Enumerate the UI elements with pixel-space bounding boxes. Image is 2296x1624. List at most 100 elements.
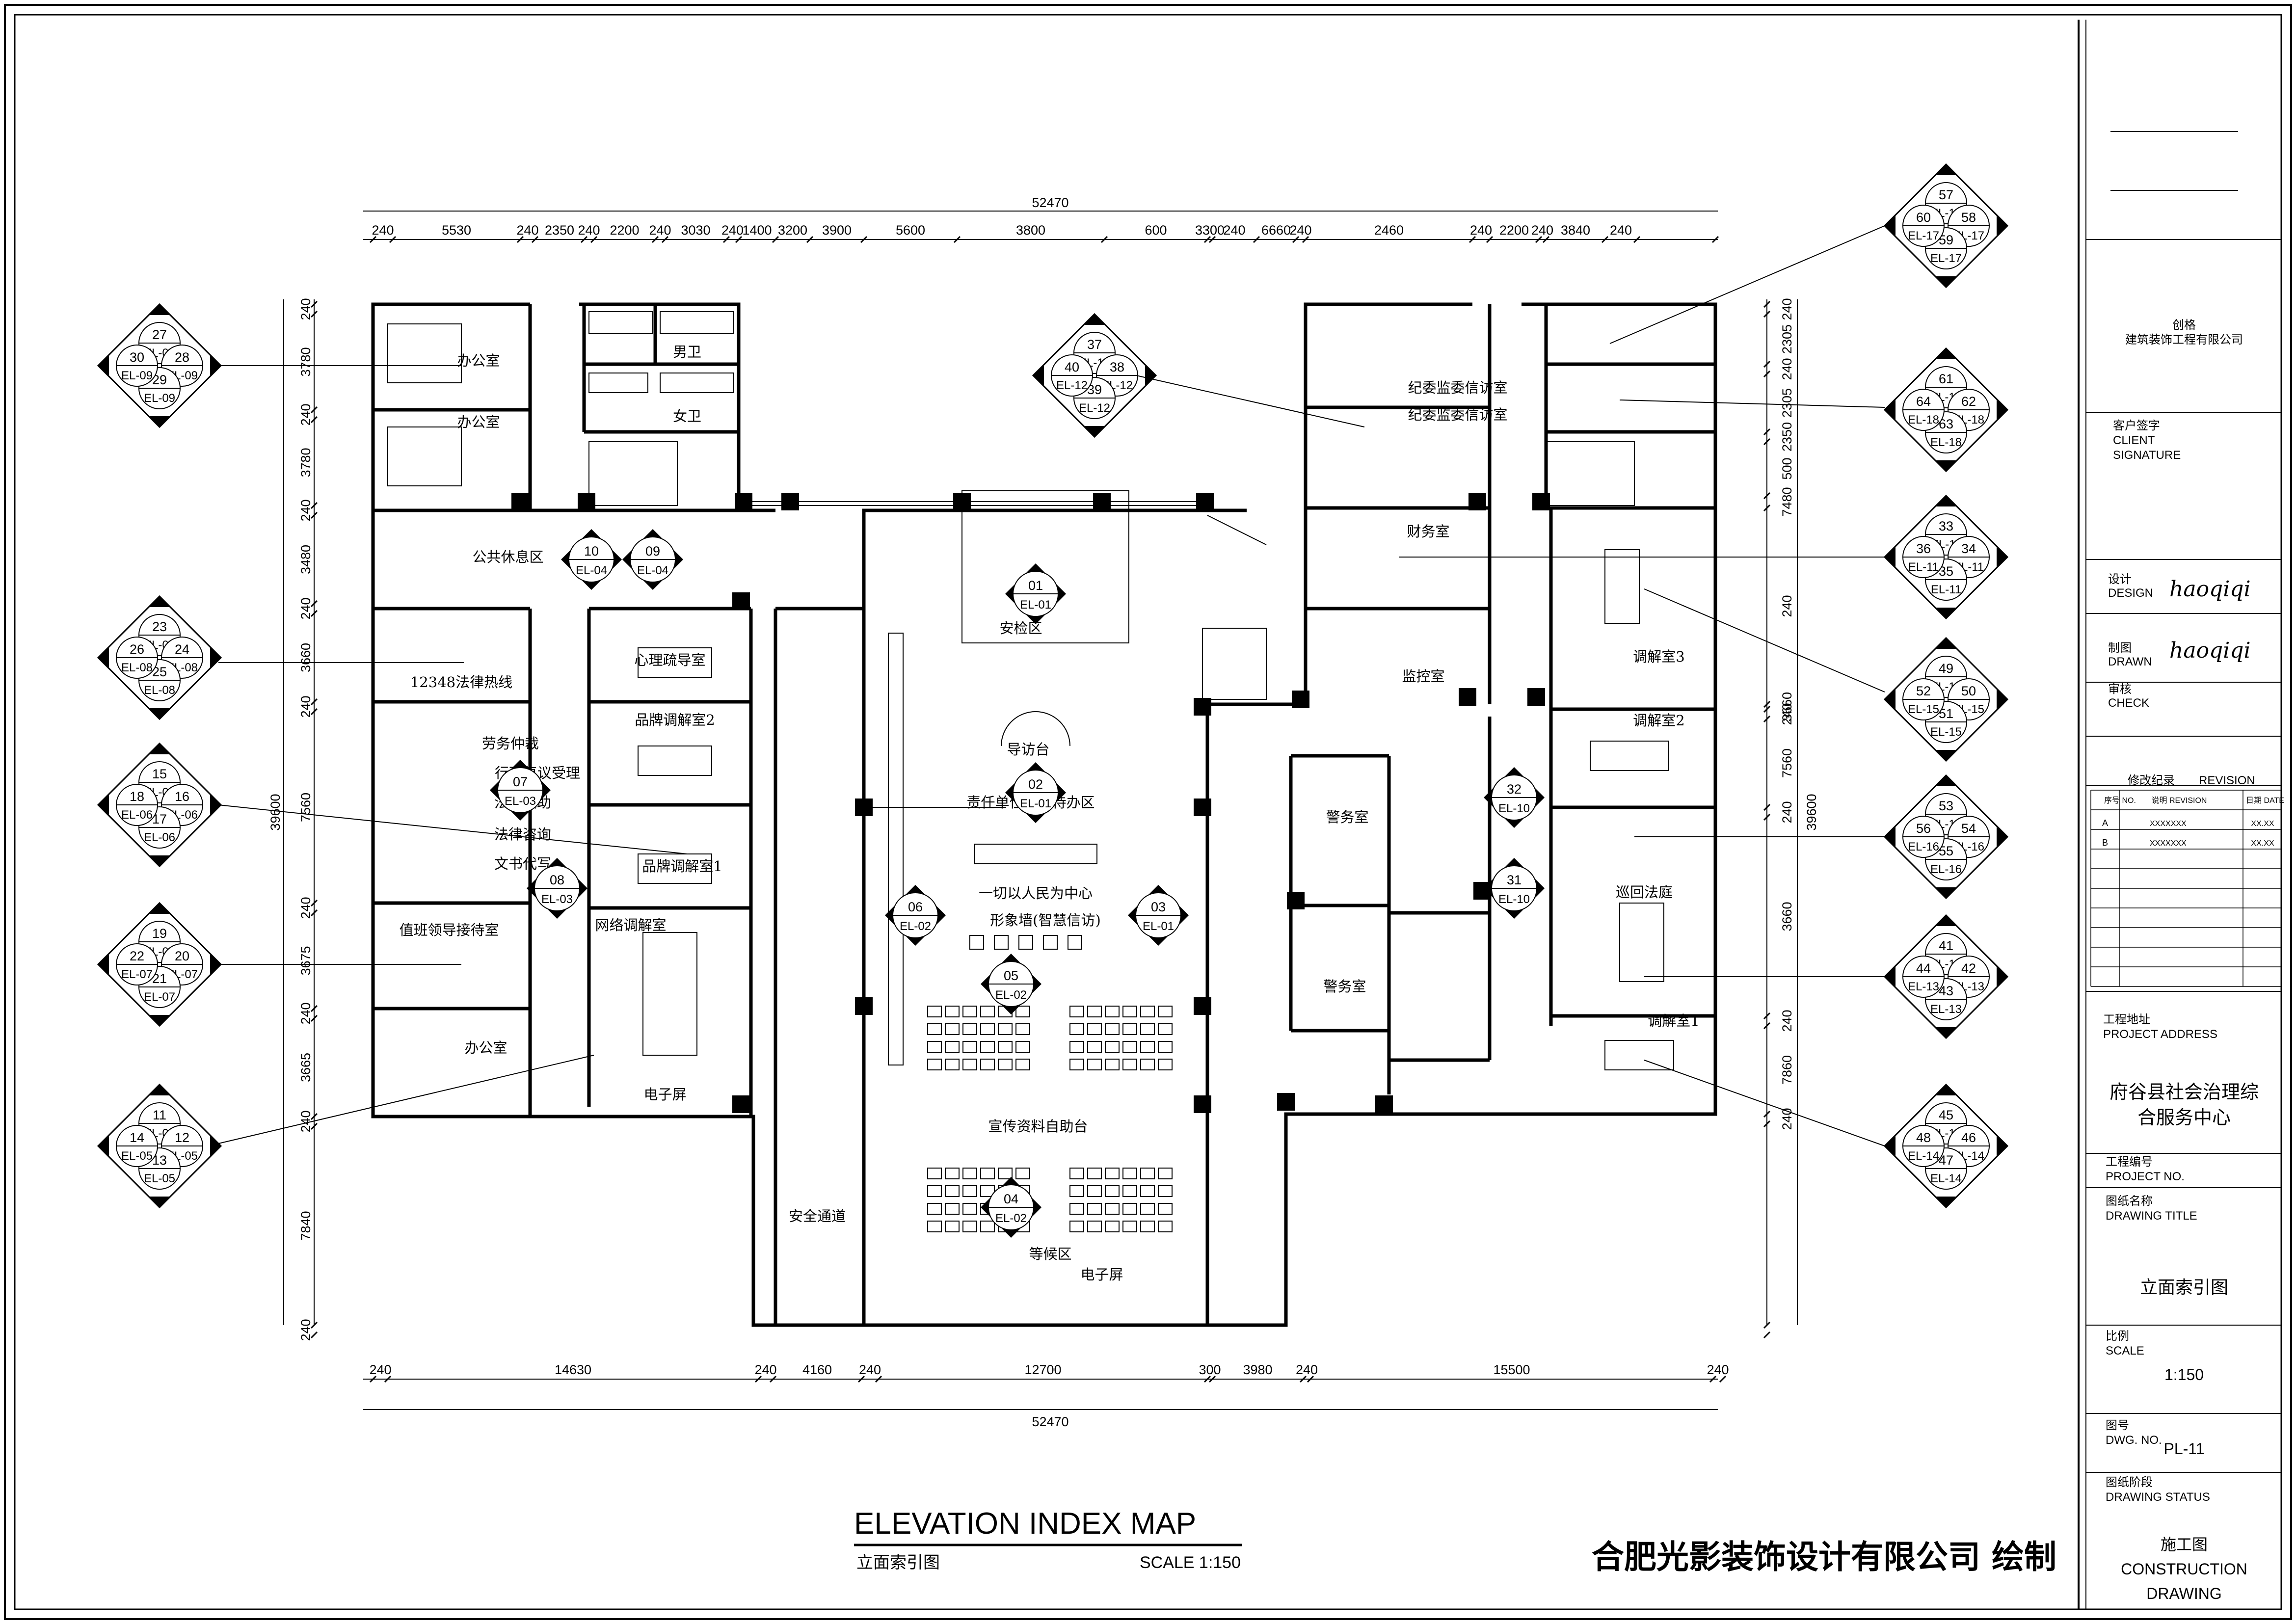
- diamond-number: 54: [1961, 821, 1976, 836]
- diamond-number: 46: [1961, 1130, 1976, 1145]
- circle-number: 01: [1028, 578, 1043, 593]
- dimension-label: 240: [1470, 223, 1492, 238]
- tb-drawing-title-en: DRAWING TITLE: [2106, 1209, 2197, 1223]
- diamond-ref: EL-07: [144, 990, 175, 1004]
- circle-ref: EL-02: [900, 920, 931, 933]
- dimension-label: 500: [1780, 457, 1794, 479]
- dimension-label: 7480: [1780, 487, 1794, 516]
- dimension-label: 4160: [802, 1362, 832, 1377]
- dimension-label: 240: [369, 1362, 391, 1377]
- circle-ref: EL-02: [995, 988, 1027, 1002]
- dimension-label: 240: [1610, 223, 1632, 238]
- tb-status-en-value1: CONSTRUCTION: [2121, 1560, 2247, 1578]
- circle-number: 08: [550, 873, 564, 887]
- tb-client-cn: 客户签字: [2113, 419, 2160, 432]
- dimension-label: 3980: [1243, 1362, 1272, 1377]
- dimension-label: 5530: [442, 223, 471, 238]
- dimension-label: 240: [1780, 801, 1794, 823]
- diamond-number: 23: [152, 619, 167, 634]
- room-label-r18: 电子屏: [643, 1086, 686, 1103]
- tb-rev-head-desc: 说明 REVISION: [2152, 796, 2207, 805]
- rev-row-date: XX.XX: [2251, 839, 2274, 848]
- circle-ref: EL-01: [1020, 598, 1051, 612]
- room-label-r24: 形象墙(智慧信访): [990, 912, 1101, 929]
- tb-scale-en: SCALE: [2106, 1344, 2144, 1358]
- tb-scale-cn: 比例: [2106, 1330, 2129, 1343]
- dimension-label: 2460: [1374, 223, 1404, 238]
- dimension-label: 3900: [822, 223, 852, 238]
- dimension-label: 3480: [298, 545, 313, 574]
- dimension-lines: [283, 211, 1798, 1410]
- room-label-r27: 电子屏: [1080, 1266, 1123, 1283]
- dimension-label: 300: [1199, 1362, 1221, 1377]
- dimension-label: 240: [298, 695, 313, 718]
- tb-revision-cn: 修改纪录: [2128, 774, 2175, 787]
- dimension-label: 3660: [1780, 902, 1794, 931]
- circle-ref: EL-10: [1498, 893, 1530, 906]
- room-label-r21: 导访台: [1007, 741, 1049, 758]
- diamond-number: 22: [130, 949, 144, 963]
- diamond-number: 38: [1110, 360, 1124, 374]
- diamond-ref: EL-11: [1908, 560, 1939, 574]
- diamond-number: 16: [175, 789, 189, 804]
- tb-dwg-cn: 图号: [2106, 1419, 2129, 1432]
- room-label-r31: 监控室: [1402, 668, 1444, 685]
- room-label-r17: 网络调解室: [595, 917, 666, 933]
- diamond-number: 52: [1916, 684, 1931, 698]
- dimension-label: 240: [516, 223, 538, 238]
- tb-address-cn: 工程地址: [2103, 1013, 2150, 1026]
- circle-ref: EL-02: [995, 1212, 1027, 1225]
- diamond-number: 33: [1939, 519, 1953, 533]
- room-label-r13: 办公室: [464, 1039, 507, 1056]
- room-label-r23: 一切以人民为中心: [979, 885, 1093, 902]
- tb-company-line1: 创格: [2172, 319, 2196, 332]
- diamond-ref: EL-18: [1908, 413, 1939, 426]
- room-label-r7: 劳务仲裁: [482, 735, 539, 752]
- total-width-bottom: 52470: [1032, 1414, 1068, 1429]
- dimension-label: 3665: [298, 1053, 313, 1082]
- right-dimension-labels: 2402305240230523505007480240366024075602…: [1780, 298, 1794, 1130]
- rev-row-desc: XXXXXXX: [2150, 839, 2187, 848]
- total-height-right: 39600: [1804, 794, 1819, 830]
- diamond-number: 48: [1916, 1130, 1931, 1145]
- diamond-ref: EL-15: [1908, 703, 1939, 716]
- dimension-label: 240: [372, 223, 394, 238]
- dimension-label: 240: [1707, 1362, 1729, 1377]
- diamond-number: 11: [153, 1108, 166, 1122]
- diamond-ref: EL-13: [1930, 1003, 1962, 1016]
- room-label-r10: 法律咨询: [494, 826, 551, 843]
- diamond-number: 49: [1939, 661, 1953, 676]
- tb-address-en: PROJECT ADDRESS: [2103, 1028, 2217, 1041]
- elevation-diamond-markers: 27EL-0928EL-0929EL-0930EL-0923EL-0824EL-…: [97, 163, 2009, 1209]
- circle-number: 03: [1151, 900, 1166, 914]
- tb-scale-value: 1:150: [2164, 1366, 2204, 1384]
- furniture-layout: [387, 311, 1674, 1070]
- circle-ref: EL-03: [541, 893, 573, 906]
- sheet-border: [4, 4, 2292, 1620]
- circle-ref: EL-01: [1020, 797, 1051, 810]
- footer-title-cn: 立面索引图: [856, 1553, 940, 1572]
- waiting-seats: [927, 935, 1173, 1232]
- tb-client-en2: SIGNATURE: [2113, 449, 2181, 462]
- circle-ref: EL-01: [1143, 920, 1174, 933]
- dimension-label: 2305: [1780, 388, 1794, 418]
- rev-row-no: B: [2102, 838, 2108, 848]
- tb-drawn-en: DRAWN: [2108, 655, 2152, 668]
- diamond-number: 53: [1939, 799, 1953, 813]
- room-label-r26: 等候区: [1029, 1246, 1071, 1262]
- tb-status-cn: 图纸阶段: [2106, 1476, 2153, 1489]
- dimension-label: 240: [298, 403, 313, 426]
- diamond-ref: EL-05: [144, 1172, 175, 1185]
- dimension-label: 240: [298, 1319, 313, 1341]
- dimension-label: 7860: [1780, 1055, 1794, 1085]
